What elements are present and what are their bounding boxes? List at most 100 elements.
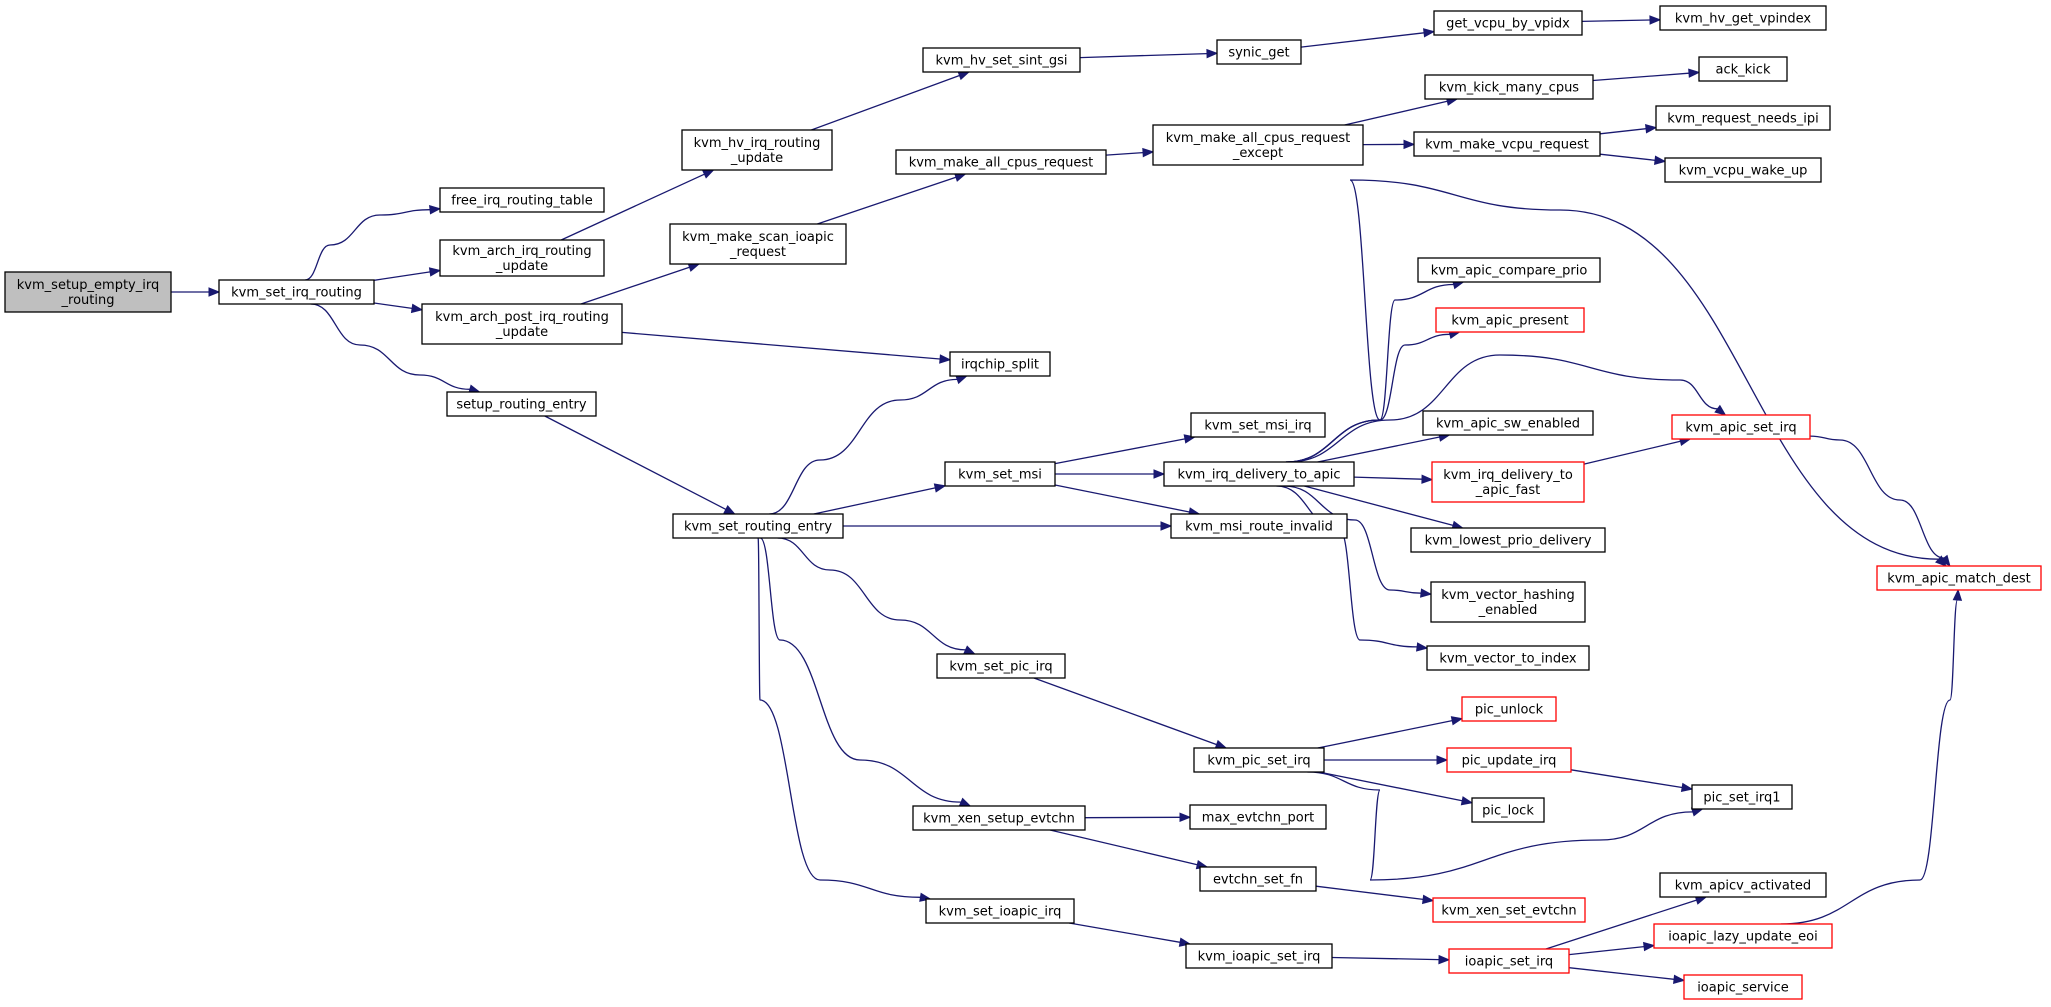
function-node[interactable]: kvm_apicv_activated xyxy=(1659,872,1827,898)
node-label: get_vcpu_by_vpidx xyxy=(1446,17,1570,32)
function-node[interactable]: kvm_request_needs_ipi xyxy=(1655,105,1831,131)
arrowhead-icon xyxy=(410,303,424,314)
edge-line xyxy=(1317,436,1440,463)
function-node[interactable]: kvm_apic_present xyxy=(1435,307,1585,333)
function-node[interactable]: synic_get xyxy=(1216,39,1302,65)
arrowhead-icon xyxy=(1403,139,1416,150)
node-box xyxy=(922,47,1081,73)
function-node[interactable]: kvm_msi_route_invalid xyxy=(1170,513,1348,539)
edge-line xyxy=(580,266,690,305)
edge-n26-n41 xyxy=(1592,68,1701,82)
edge-n5-n8 xyxy=(544,415,736,515)
function-node[interactable]: kvm_irq_delivery_to_apic xyxy=(1163,461,1355,487)
edge-n13-n21 xyxy=(1033,677,1228,749)
function-node[interactable]: kvm_make_vcpu_request xyxy=(1413,131,1601,157)
function-node[interactable]: ioapic_service xyxy=(1683,974,1803,1000)
edge-line xyxy=(769,378,958,515)
edge-line xyxy=(1079,52,1208,59)
function-node[interactable]: ioapic_set_irq xyxy=(1448,948,1570,974)
edge-n8-n11 xyxy=(769,375,968,515)
function-node[interactable]: ack_kick xyxy=(1698,56,1788,82)
function-node[interactable]: kvm_hv_irq_routing_update xyxy=(681,129,833,171)
function-node[interactable]: kvm_apic_sw_enabled xyxy=(1422,410,1594,436)
edge-line xyxy=(1288,354,1718,463)
function-node[interactable]: kvm_hv_get_vpindex xyxy=(1659,5,1827,31)
function-node[interactable]: kvm_irq_delivery_to_apic_fast xyxy=(1431,461,1585,503)
node-box xyxy=(1193,747,1325,773)
edge-n12-n18 xyxy=(1054,434,1197,465)
node-box xyxy=(1664,157,1822,183)
function-node[interactable]: kvm_hv_set_sint_gsi xyxy=(922,47,1081,73)
edge-line xyxy=(1331,956,1440,961)
function-node[interactable]: kvm_vector_hashing_enabled xyxy=(1430,581,1586,623)
edge-line xyxy=(757,537,921,898)
function-node[interactable]: evtchn_set_fn xyxy=(1199,866,1317,892)
function-node[interactable]: kvm_lowest_prio_delivery xyxy=(1410,527,1606,553)
function-node[interactable]: kvm_apic_match_dest xyxy=(1876,565,2042,591)
node-label: kvm_set_irq_routing xyxy=(231,286,362,301)
function-node[interactable]: kvm_vcpu_wake_up xyxy=(1664,157,1822,183)
function-node[interactable]: ioapic_lazy_update_eoi xyxy=(1653,923,1833,949)
function-node[interactable]: kvm_set_ioapic_irq xyxy=(925,898,1075,924)
function-node[interactable]: pic_set_irq1 xyxy=(1691,784,1793,810)
node-box xyxy=(895,149,1107,175)
edge-n36-n45 xyxy=(1570,769,1694,793)
function-node[interactable]: kvm_vector_to_index xyxy=(1426,645,1590,671)
arrowhead-icon xyxy=(1654,155,1667,165)
edge-line xyxy=(1353,476,1423,480)
node-box xyxy=(1446,747,1572,773)
edge-line xyxy=(1568,967,1675,980)
function-node[interactable]: irqchip_split xyxy=(949,351,1051,377)
node-box xyxy=(1189,804,1327,830)
node-label: kvm_hv_set_sint_gsi xyxy=(935,54,1067,69)
edge-line xyxy=(1570,769,1683,789)
function-node[interactable]: kvm_apic_compare_prio xyxy=(1417,257,1601,283)
function-node[interactable]: kvm_make_scan_ioapic_request xyxy=(669,223,847,265)
node-label: kvm_lowest_prio_delivery xyxy=(1425,534,1592,549)
edge-n7-n10 xyxy=(817,172,967,225)
root-node[interactable]: kvm_setup_empty_irq_routing xyxy=(4,271,172,313)
function-node[interactable]: max_evtchn_port xyxy=(1189,804,1327,830)
function-node[interactable]: kvm_make_all_cpus_request_except xyxy=(1152,124,1364,166)
function-node[interactable]: kvm_set_msi_irq xyxy=(1190,412,1326,438)
function-node[interactable]: kvm_set_msi xyxy=(944,461,1056,487)
node-box xyxy=(1185,943,1333,969)
arrowhead-icon xyxy=(1649,15,1662,25)
function-node[interactable]: kvm_pic_set_irq xyxy=(1193,747,1325,773)
edge-line xyxy=(1054,438,1186,465)
edge-line xyxy=(1285,179,1939,560)
node-box xyxy=(1683,974,1803,1000)
node-label: pic_lock xyxy=(1482,804,1534,819)
function-node[interactable]: kvm_set_routing_entry xyxy=(672,513,844,539)
edge-n39-n47 xyxy=(1568,941,1656,956)
edge-n14-n23 xyxy=(1049,829,1209,870)
edge-n8-n12 xyxy=(813,483,947,515)
node-label: pic_set_irq1 xyxy=(1703,791,1780,806)
function-node[interactable]: kvm_set_irq_routing xyxy=(218,279,375,305)
function-node[interactable]: free_irq_routing_table xyxy=(439,187,605,213)
edge-line xyxy=(1285,333,1450,463)
edge-n47-n49 xyxy=(1780,588,1963,925)
function-node[interactable]: kvm_apic_set_irq xyxy=(1671,414,1811,440)
edge-n21-n45 xyxy=(1307,771,1704,881)
function-node[interactable]: kvm_kick_many_cpus xyxy=(1424,74,1594,100)
function-node[interactable]: kvm_set_pic_irq xyxy=(936,653,1066,679)
node-label: kvm_vector_hashing xyxy=(1441,588,1574,603)
node-box xyxy=(1190,412,1326,438)
function-node[interactable]: get_vcpu_by_vpidx xyxy=(1433,10,1583,36)
function-node[interactable]: kvm_arch_irq_routing_update xyxy=(439,239,605,277)
arrowhead-icon xyxy=(208,287,221,297)
function-node[interactable]: kvm_ioapic_set_irq xyxy=(1185,943,1333,969)
function-node[interactable]: pic_unlock xyxy=(1461,696,1557,722)
function-node[interactable]: setup_routing_entry xyxy=(446,391,597,417)
node-label: kvm_vector_to_index xyxy=(1439,652,1577,667)
arrowhead-icon xyxy=(1179,812,1192,823)
node-label: kvm_kick_many_cpus xyxy=(1439,81,1579,96)
function-node[interactable]: pic_update_irq xyxy=(1446,747,1572,773)
function-node[interactable]: kvm_xen_set_evtchn xyxy=(1432,897,1586,923)
function-node[interactable]: kvm_make_all_cpus_request xyxy=(895,149,1107,175)
function-node[interactable]: pic_lock xyxy=(1471,797,1545,823)
function-node[interactable]: kvm_arch_post_irq_routing_update xyxy=(421,303,623,345)
function-node[interactable]: kvm_xen_setup_evtchn xyxy=(912,805,1086,831)
